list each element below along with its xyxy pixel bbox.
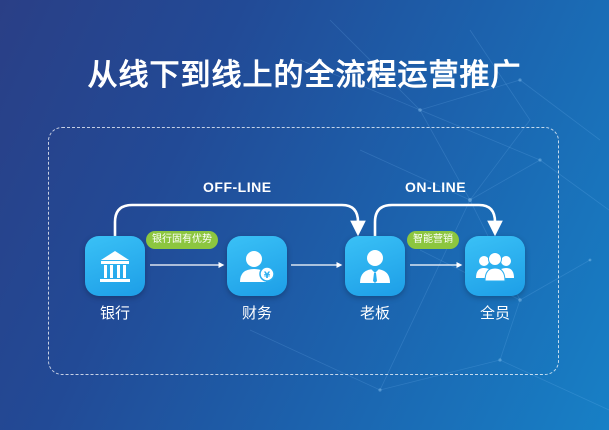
bank-icon [100,251,130,282]
bank-label: 银行 [99,304,130,322]
finance-person-icon: ¥ [240,251,275,282]
bank-node [85,236,145,296]
boss-label: 老板 [359,304,390,322]
svg-text:¥: ¥ [264,271,271,281]
boss-node [345,236,405,296]
smart-marketing-tag: 智能营销 [407,231,459,249]
team-label: 全员 [479,304,510,322]
offline-label: OFF-LINE [203,179,272,195]
boss-icon [360,250,390,283]
online-label: ON-LINE [405,179,467,195]
online-arc-arrow [373,203,503,237]
offline-arc-arrow [113,203,366,237]
team-node [465,236,525,296]
bank-advantage-tag: 银行固有优势 [146,231,218,249]
finance-node: ¥ [227,236,287,296]
finance-label: 财务 [241,304,272,322]
page-title: 从线下到线上的全流程运营推广 [87,58,522,93]
team-icon [476,252,514,282]
flow-frame [48,127,559,375]
